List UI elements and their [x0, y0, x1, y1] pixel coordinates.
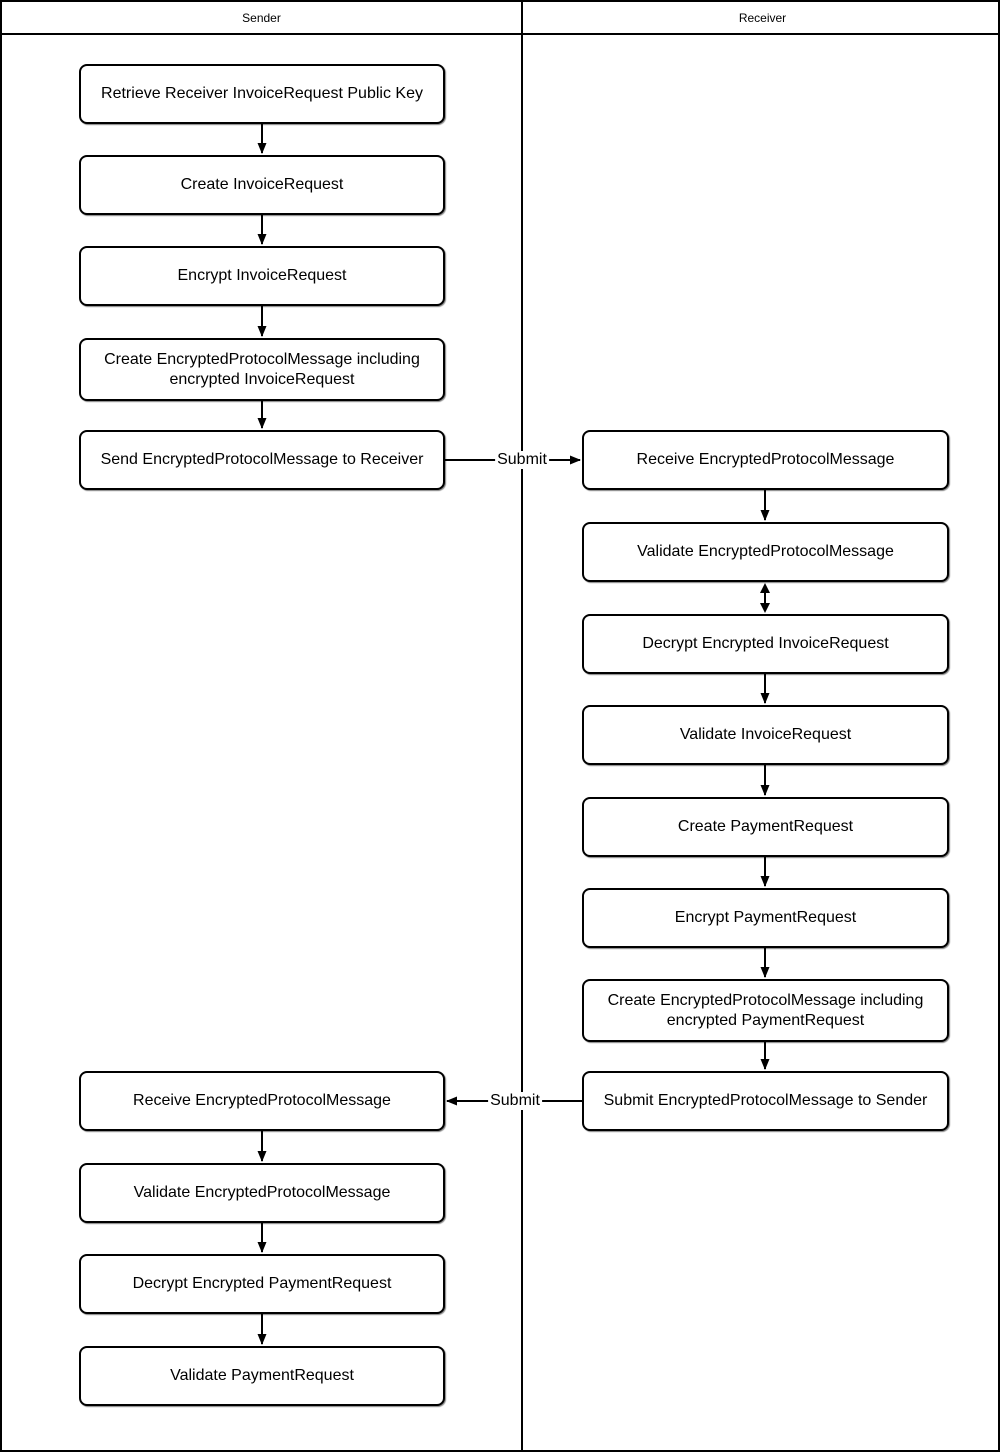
node-retrieve-receiver-public-key: Retrieve Receiver InvoiceRequest Public …: [79, 64, 445, 124]
node-receiver-validate-encryptedprotocolmessage: Validate EncryptedProtocolMessage: [582, 522, 949, 582]
lane-header-row: [2, 2, 998, 35]
node-create-encryptedprotocolmessage-invoicerequest: Create EncryptedProtocolMessage includin…: [79, 338, 445, 401]
node-create-paymentrequest: Create PaymentRequest: [582, 797, 949, 857]
node-encrypt-invoicerequest: Encrypt InvoiceRequest: [79, 246, 445, 306]
node-decrypt-encrypted-paymentrequest: Decrypt Encrypted PaymentRequest: [79, 1254, 445, 1314]
edge-label-submit-to-receiver: Submit: [495, 451, 549, 469]
lane-divider: [521, 2, 523, 1450]
node-create-encryptedprotocolmessage-paymentrequest: Create EncryptedProtocolMessage includin…: [582, 979, 949, 1042]
node-decrypt-encrypted-invoicerequest: Decrypt Encrypted InvoiceRequest: [582, 614, 949, 674]
lane-title-receiver: Receiver: [738, 10, 787, 25]
lane-title-sender: Sender: [242, 10, 281, 25]
node-submit-encryptedprotocolmessage-to-sender: Submit EncryptedProtocolMessage to Sende…: [582, 1071, 949, 1131]
node-create-invoicerequest: Create InvoiceRequest: [79, 155, 445, 215]
node-validate-invoicerequest: Validate InvoiceRequest: [582, 705, 949, 765]
node-sender-validate-encryptedprotocolmessage: Validate EncryptedProtocolMessage: [79, 1163, 445, 1223]
node-encrypt-paymentrequest: Encrypt PaymentRequest: [582, 888, 949, 948]
node-receiver-receive-encryptedprotocolmessage: Receive EncryptedProtocolMessage: [582, 430, 949, 490]
node-sender-receive-encryptedprotocolmessage: Receive EncryptedProtocolMessage: [79, 1071, 445, 1131]
node-validate-paymentrequest: Validate PaymentRequest: [79, 1346, 445, 1406]
edge-label-submit-to-sender: Submit: [488, 1092, 542, 1110]
node-send-encryptedprotocolmessage: Send EncryptedProtocolMessage to Receive…: [79, 430, 445, 490]
